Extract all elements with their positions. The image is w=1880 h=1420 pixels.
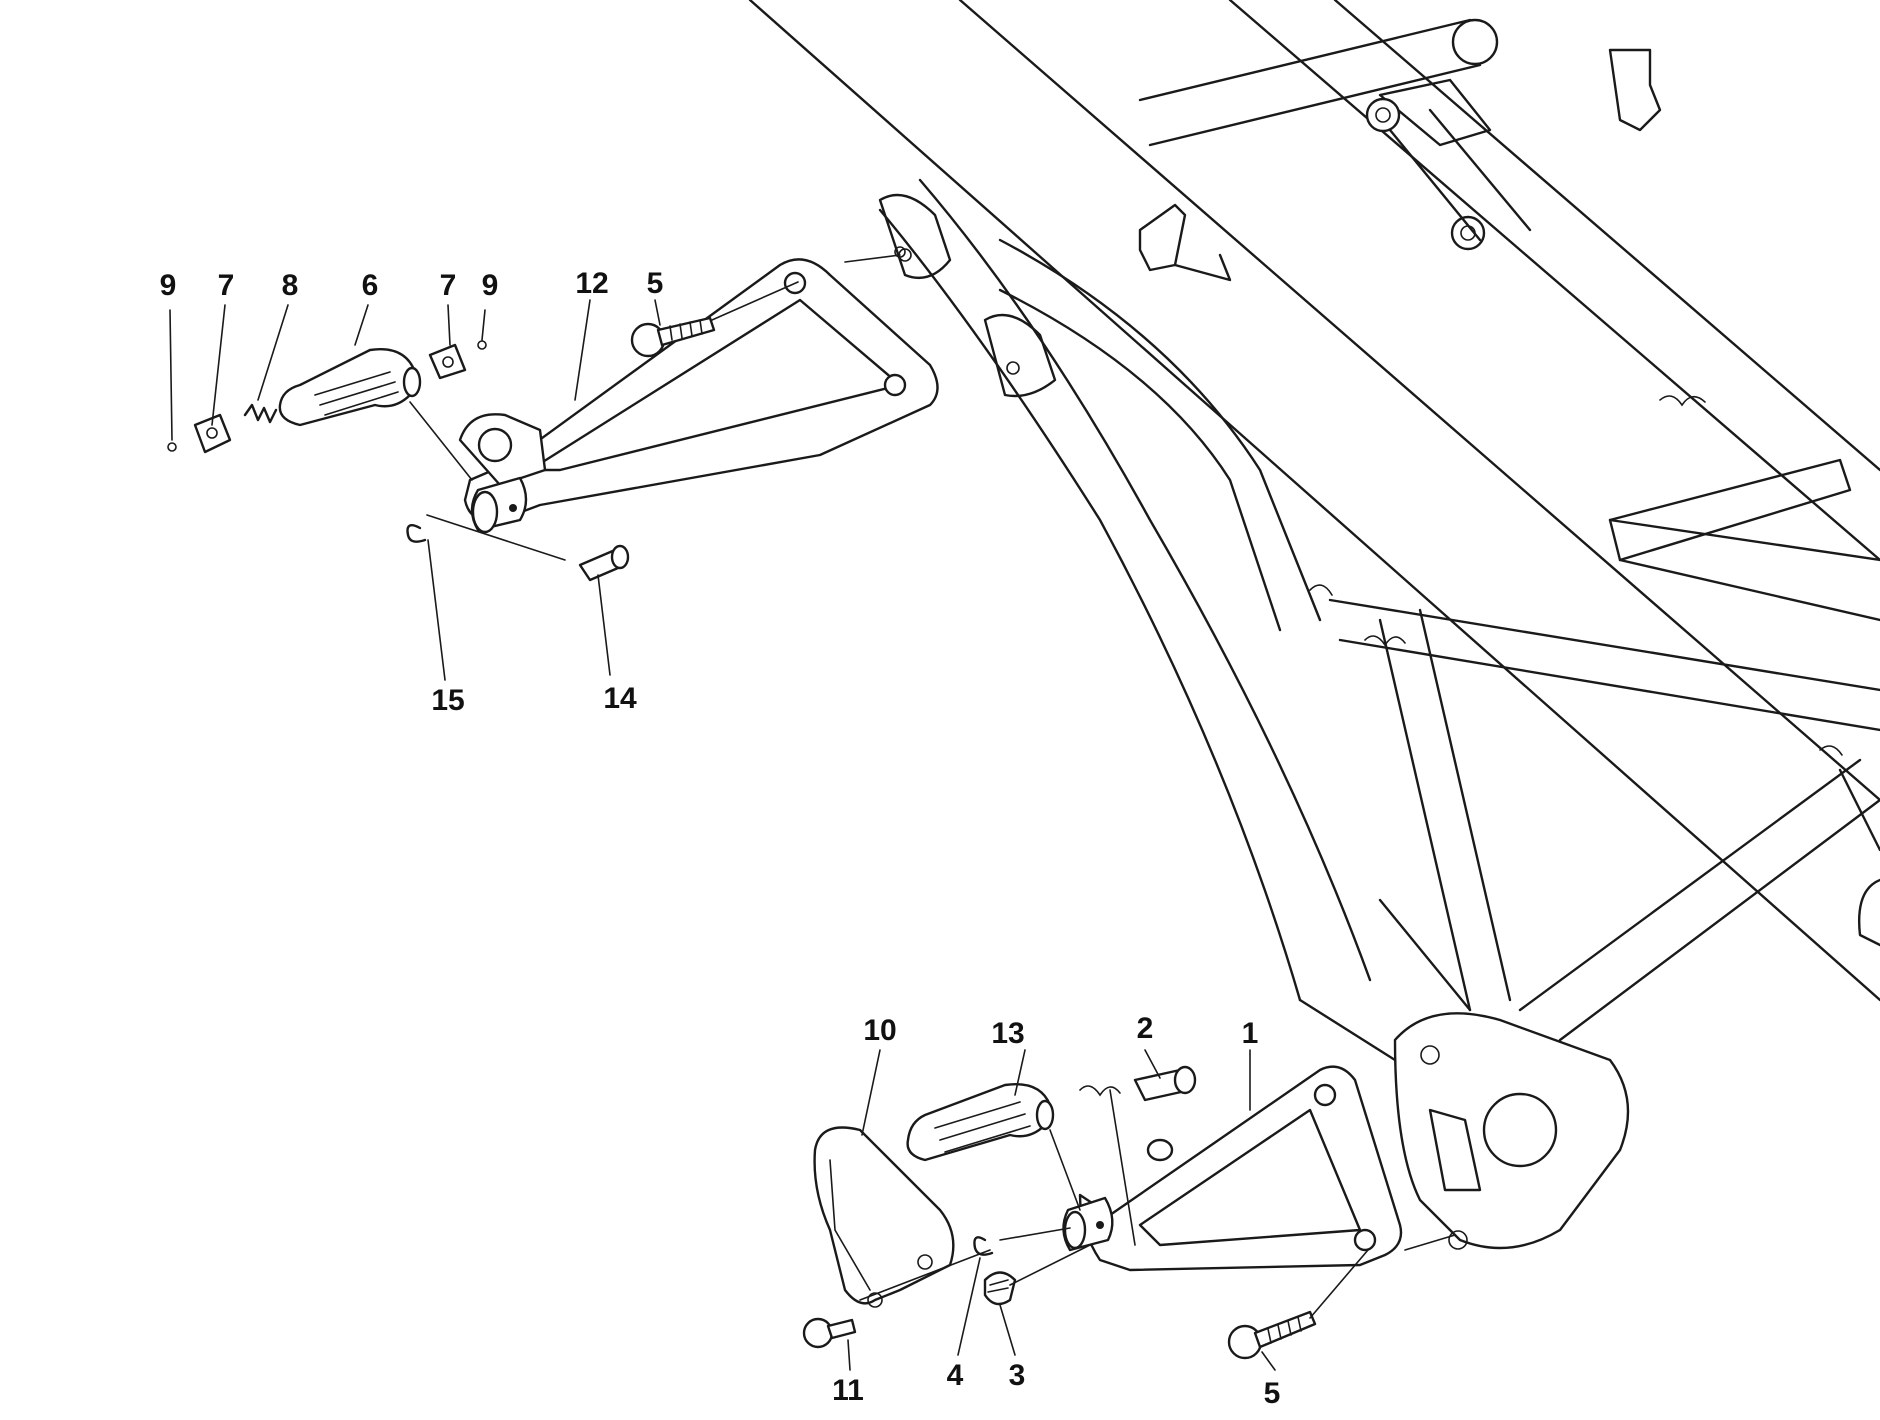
callout-4: 4 xyxy=(947,1359,964,1392)
callout-9-right: 9 xyxy=(482,269,499,302)
lower-footpeg-assembly xyxy=(802,1049,1456,1371)
passenger-bracket xyxy=(463,258,939,522)
callout-11: 11 xyxy=(832,1374,864,1407)
callout-12: 12 xyxy=(575,267,608,300)
bolt-upper xyxy=(630,316,716,358)
upper-footpeg-assembly xyxy=(167,246,939,681)
callout-10: 10 xyxy=(863,1014,896,1047)
bolt-heelguard xyxy=(802,1317,857,1349)
callout-3: 3 xyxy=(1009,1359,1026,1392)
callout-15: 15 xyxy=(431,684,464,717)
callout-13: 13 xyxy=(991,1017,1024,1050)
callout-7-left: 7 xyxy=(218,269,235,302)
callout-1: 1 xyxy=(1242,1017,1259,1050)
callout-5-upper: 5 xyxy=(647,267,664,300)
motorcycle-frame xyxy=(748,0,1880,1250)
callout-labels: 9 7 8 6 7 9 12 5 15 14 10 13 2 1 11 4 3 … xyxy=(160,267,1281,1410)
callout-8: 8 xyxy=(282,269,299,302)
rider-footpeg xyxy=(906,1083,1052,1162)
callout-14: 14 xyxy=(603,682,637,715)
callout-5-lower: 5 xyxy=(1264,1377,1281,1410)
callout-9-left: 9 xyxy=(160,269,177,302)
callout-7-right: 7 xyxy=(440,269,457,302)
callout-2: 2 xyxy=(1137,1012,1154,1045)
passenger-footpeg xyxy=(278,348,417,427)
bolt-lower xyxy=(1227,1310,1317,1360)
callout-6: 6 xyxy=(362,269,379,302)
